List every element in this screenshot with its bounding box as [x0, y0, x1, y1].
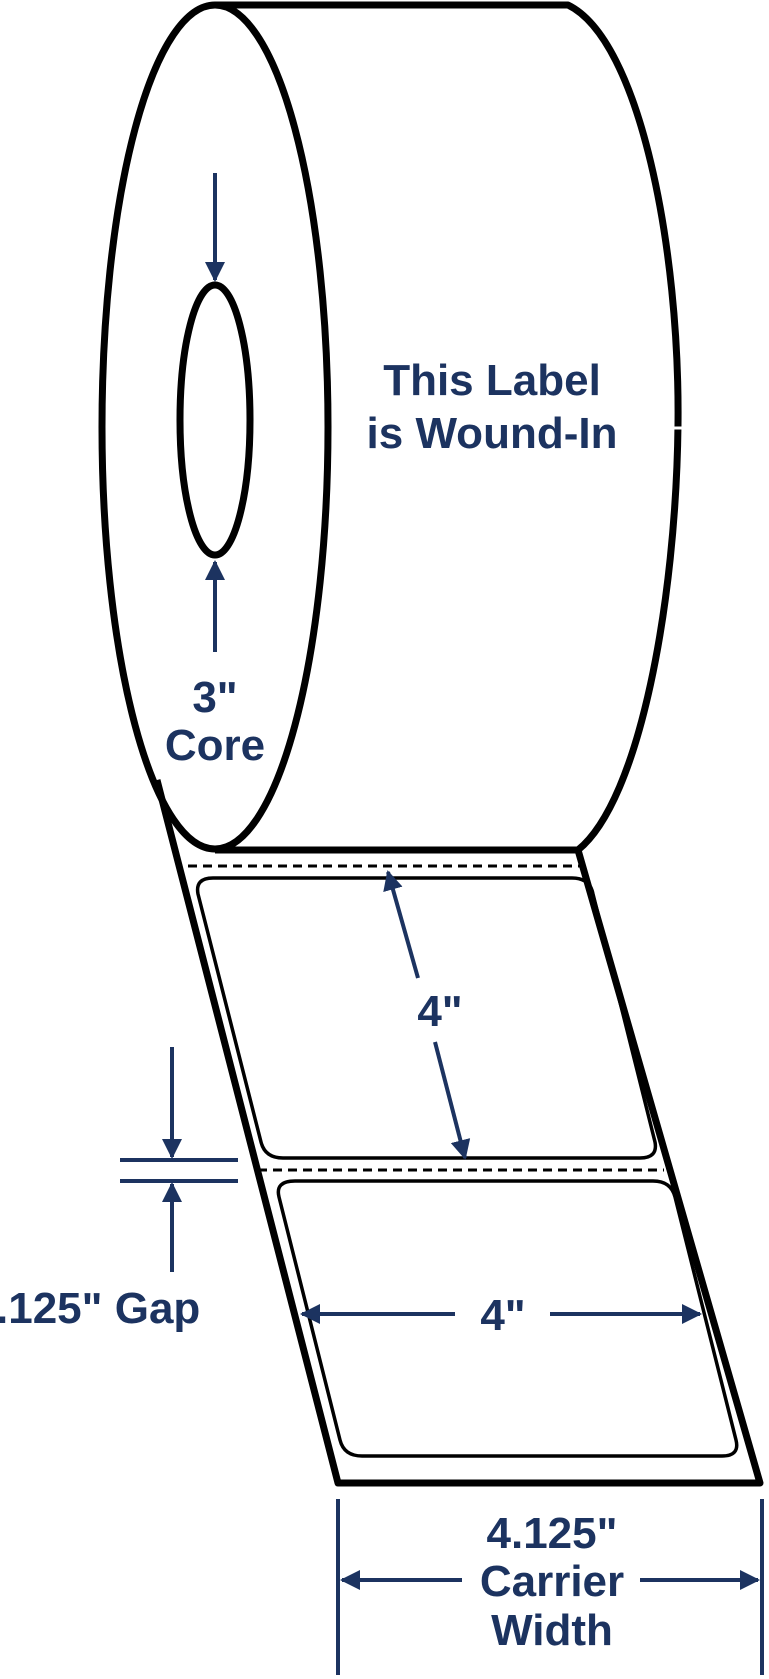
label-height-label: 4"	[417, 987, 462, 1036]
gap-dimension: .125" Gap	[0, 1047, 238, 1333]
core-size-label: 3"	[192, 673, 237, 722]
core-dimension: 3" Core	[165, 173, 265, 770]
roll-end-face	[98, 1, 332, 853]
carrier-width-dimension: 4.125" Carrier Width	[336, 1499, 764, 1675]
label-2	[276, 1179, 739, 1458]
label-width-label: 4"	[480, 1291, 525, 1340]
roll	[98, 1, 683, 854]
core-word-label: Core	[165, 721, 265, 770]
core-hole	[176, 281, 254, 559]
carrier-word1-label: Carrier	[480, 1557, 624, 1606]
roll-text-line2: is Wound-In	[367, 409, 618, 458]
gap-label: .125" Gap	[0, 1284, 200, 1333]
carrier-size-label: 4.125"	[487, 1509, 618, 1558]
label-height-dimension: 4"	[383, 870, 471, 1160]
roll-body	[215, 1, 682, 854]
label-width-dimension: 4"	[300, 1291, 702, 1340]
carrier-web	[153, 779, 764, 1487]
height-arrow-up	[383, 870, 420, 979]
carrier-outline	[153, 779, 764, 1487]
carrier-word2-label: Width	[491, 1606, 613, 1655]
roll-text-line1: This Label	[383, 356, 601, 405]
height-arrow-down	[433, 1041, 471, 1160]
roll-text: This Label is Wound-In	[367, 356, 618, 458]
label-1	[195, 876, 658, 1160]
